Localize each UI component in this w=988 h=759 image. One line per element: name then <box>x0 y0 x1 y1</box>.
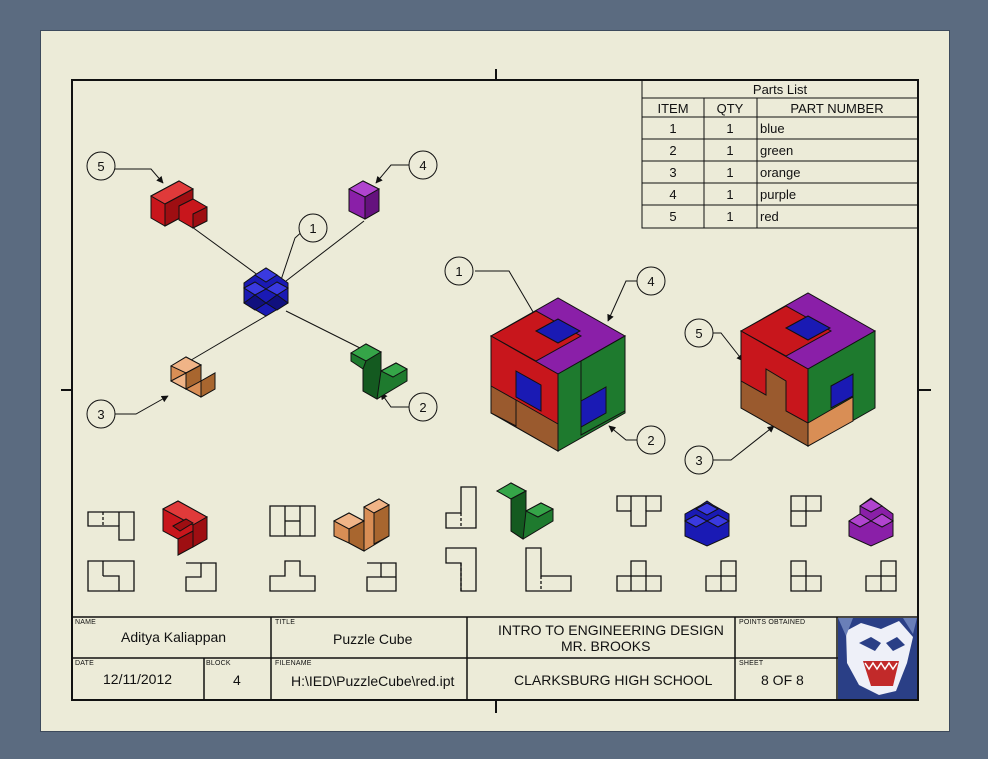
assembled-cube-front <box>475 270 638 452</box>
balloon-2-assembly <box>636 425 666 455</box>
balloon-4-assembly-text: 4 <box>647 274 654 289</box>
parts-row-4-item: 4 <box>669 187 676 202</box>
parts-row-1-qty: 1 <box>726 121 733 136</box>
purple-part-exploded <box>347 180 381 220</box>
parts-list-table: Parts List ITEM QTY PART NUMBER 1 1 blue… <box>641 79 919 229</box>
block-value: 4 <box>233 672 241 688</box>
red-part-iso-small <box>161 500 209 556</box>
red-part-exploded <box>149 180 208 229</box>
parts-row-5-item: 5 <box>669 209 676 224</box>
blue-part-exploded <box>243 267 289 317</box>
parts-row-1-item: 1 <box>669 121 676 136</box>
balloon-3-assembly <box>684 445 714 475</box>
school-name: CLARKSBURG HIGH SCHOOL <box>514 672 713 688</box>
parts-row-2-item: 2 <box>669 143 676 158</box>
red-ortho-views <box>87 511 217 592</box>
balloon-1-assembly <box>444 256 474 286</box>
balloon-4-exploded <box>408 150 438 180</box>
balloon-1-assembly-text: 1 <box>455 264 462 279</box>
parts-col-item: ITEM <box>657 101 688 116</box>
name-value: Aditya Kaliappan <box>121 629 227 645</box>
title-value: Puzzle Cube <box>333 631 413 647</box>
block-label: BLOCK <box>206 660 231 667</box>
exploded-view <box>115 164 409 415</box>
parts-col-part-number: PART NUMBER <box>790 101 883 116</box>
balloon-group <box>86 150 714 475</box>
sheet-value: 8 OF 8 <box>761 672 804 688</box>
date-value: 12/11/2012 <box>103 671 173 687</box>
balloon-1-exploded-text: 1 <box>309 221 316 236</box>
parts-row-2-qty: 1 <box>726 143 733 158</box>
filename-value: H:\IED\PuzzleCube\red.ipt <box>291 673 455 689</box>
balloon-3-exploded <box>86 399 116 429</box>
parts-list-title: Parts List <box>753 82 808 97</box>
green-ortho-views <box>445 486 572 592</box>
purple-part-iso-small <box>848 497 894 547</box>
title-label: TITLE <box>275 619 296 626</box>
balloon-5-assembly-text: 5 <box>695 326 702 341</box>
wolf-mascot-icon <box>838 618 917 699</box>
assembled-cube-rear <box>713 292 877 461</box>
balloon-3-exploded-text: 3 <box>97 407 104 422</box>
purple-ortho-views <box>790 495 897 592</box>
date-label: DATE <box>75 660 94 667</box>
balloon-5-assembly <box>684 318 714 348</box>
title-block <box>72 616 918 700</box>
green-part-iso-small <box>495 482 555 540</box>
balloon-5-exploded-text: 5 <box>97 159 104 174</box>
name-label: NAME <box>75 619 97 626</box>
green-part-exploded <box>349 343 409 400</box>
course-name: INTRO TO ENGINEERING DESIGN <box>498 622 724 638</box>
sheet-label: SHEET <box>739 660 764 667</box>
balloon-4-exploded-text: 4 <box>419 158 426 173</box>
teacher-name: MR. BROOKS <box>561 638 651 654</box>
orange-ortho-views <box>269 505 397 592</box>
balloon-5-exploded <box>86 151 116 181</box>
parts-row-5-qty: 1 <box>726 209 733 224</box>
parts-row-1-part: blue <box>760 121 785 136</box>
parts-row-4-part: purple <box>760 187 796 202</box>
parts-row-5-part: red <box>760 209 779 224</box>
parts-row-4-qty: 1 <box>726 187 733 202</box>
parts-row-2-part: green <box>760 143 793 158</box>
orange-part-iso-small <box>332 498 391 552</box>
parts-row-3-item: 3 <box>669 165 676 180</box>
parts-col-qty: QTY <box>717 101 744 116</box>
parts-row-3-qty: 1 <box>726 165 733 180</box>
balloon-3-assembly-text: 3 <box>695 453 702 468</box>
engineering-drawing: Parts List ITEM QTY PART NUMBER 1 1 blue… <box>61 69 931 713</box>
balloon-2-exploded-text: 2 <box>419 400 426 415</box>
blue-part-iso-small <box>683 500 731 547</box>
blue-ortho-views <box>616 495 737 592</box>
drawing-sheet: Parts List ITEM QTY PART NUMBER 1 1 blue… <box>40 30 950 732</box>
filename-label: FILENAME <box>275 660 312 667</box>
orthographic-views <box>87 486 897 592</box>
balloon-1-exploded <box>298 213 328 243</box>
balloon-2-exploded <box>408 392 438 422</box>
balloon-2-assembly-text: 2 <box>647 433 654 448</box>
orange-part-exploded <box>169 356 216 398</box>
parts-row-3-part: orange <box>760 165 800 180</box>
points-obtained-label: POINTS OBTAINED <box>739 619 806 626</box>
balloon-4-assembly <box>636 266 666 296</box>
